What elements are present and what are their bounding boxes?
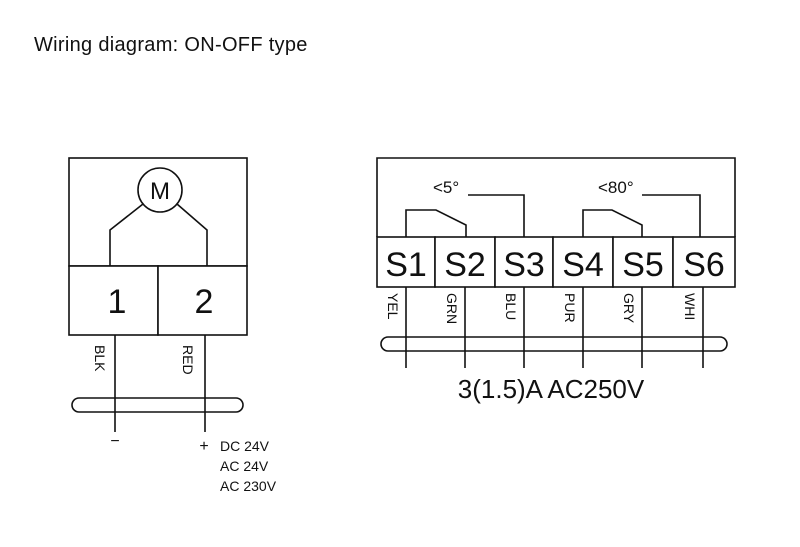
terminal-label-s5: S5 <box>622 246 664 284</box>
terminal-label-s3: S3 <box>503 246 545 284</box>
cable-sheath <box>71 397 244 413</box>
power-option-dc24v: DC 24V <box>220 438 270 454</box>
switch-housing <box>376 157 736 237</box>
power-option-ac230v: AC 230V <box>220 478 277 494</box>
terminal-block-2 <box>157 265 248 336</box>
terminal-s1 <box>376 236 436 288</box>
motor-lead-right <box>176 203 208 266</box>
switch-1-label: <5° <box>433 178 459 197</box>
switch-1-contact-no <box>468 194 525 237</box>
switch-1-lever <box>405 209 467 237</box>
plus-sign: + <box>199 438 208 455</box>
motor-label: M <box>150 178 170 205</box>
terminal-s6 <box>672 236 736 288</box>
switch-2-label: <80° <box>598 178 634 197</box>
motor-symbol <box>137 167 183 213</box>
motor-actuator: M 1 2 BLK RED − + DC 24V AC 24V AC 230V <box>68 157 277 494</box>
wire-label-blu: BLU <box>503 293 519 320</box>
terminal-s5 <box>612 236 674 288</box>
terminal-label-s2: S2 <box>444 246 486 284</box>
switch-cable-sheath <box>380 336 728 352</box>
terminal-block-1 <box>68 265 159 336</box>
switch-block: <5° <80° S1 S2 S3 S4 S5 S6 YEL GRN BLU P… <box>376 157 736 404</box>
power-option-ac24v: AC 24V <box>220 458 269 474</box>
wire-label-gry: GRY <box>621 293 637 324</box>
switch-rating: 3(1.5)A AC250V <box>458 374 645 404</box>
page-title: Wiring diagram: ON-OFF type <box>34 34 308 56</box>
terminal-label-1: 1 <box>108 283 127 321</box>
terminal-s2 <box>434 236 496 288</box>
terminal-label-s4: S4 <box>562 246 604 284</box>
wire-label-yel: YEL <box>385 293 401 320</box>
terminal-label-2: 2 <box>195 283 214 321</box>
terminal-label-s1: S1 <box>385 246 427 284</box>
switch-2-lever <box>582 209 643 237</box>
switch-2-contact-no <box>642 194 701 237</box>
minus-sign: − <box>110 433 119 450</box>
motor-lead-left <box>109 203 144 266</box>
wire-label-grn: GRN <box>444 293 460 324</box>
wire-label-blk: BLK <box>92 345 108 372</box>
terminal-label-s6: S6 <box>683 246 725 284</box>
wire-label-red: RED <box>180 345 196 375</box>
wire-label-whi: WHI <box>682 293 698 320</box>
wire-label-pur: PUR <box>562 293 578 323</box>
